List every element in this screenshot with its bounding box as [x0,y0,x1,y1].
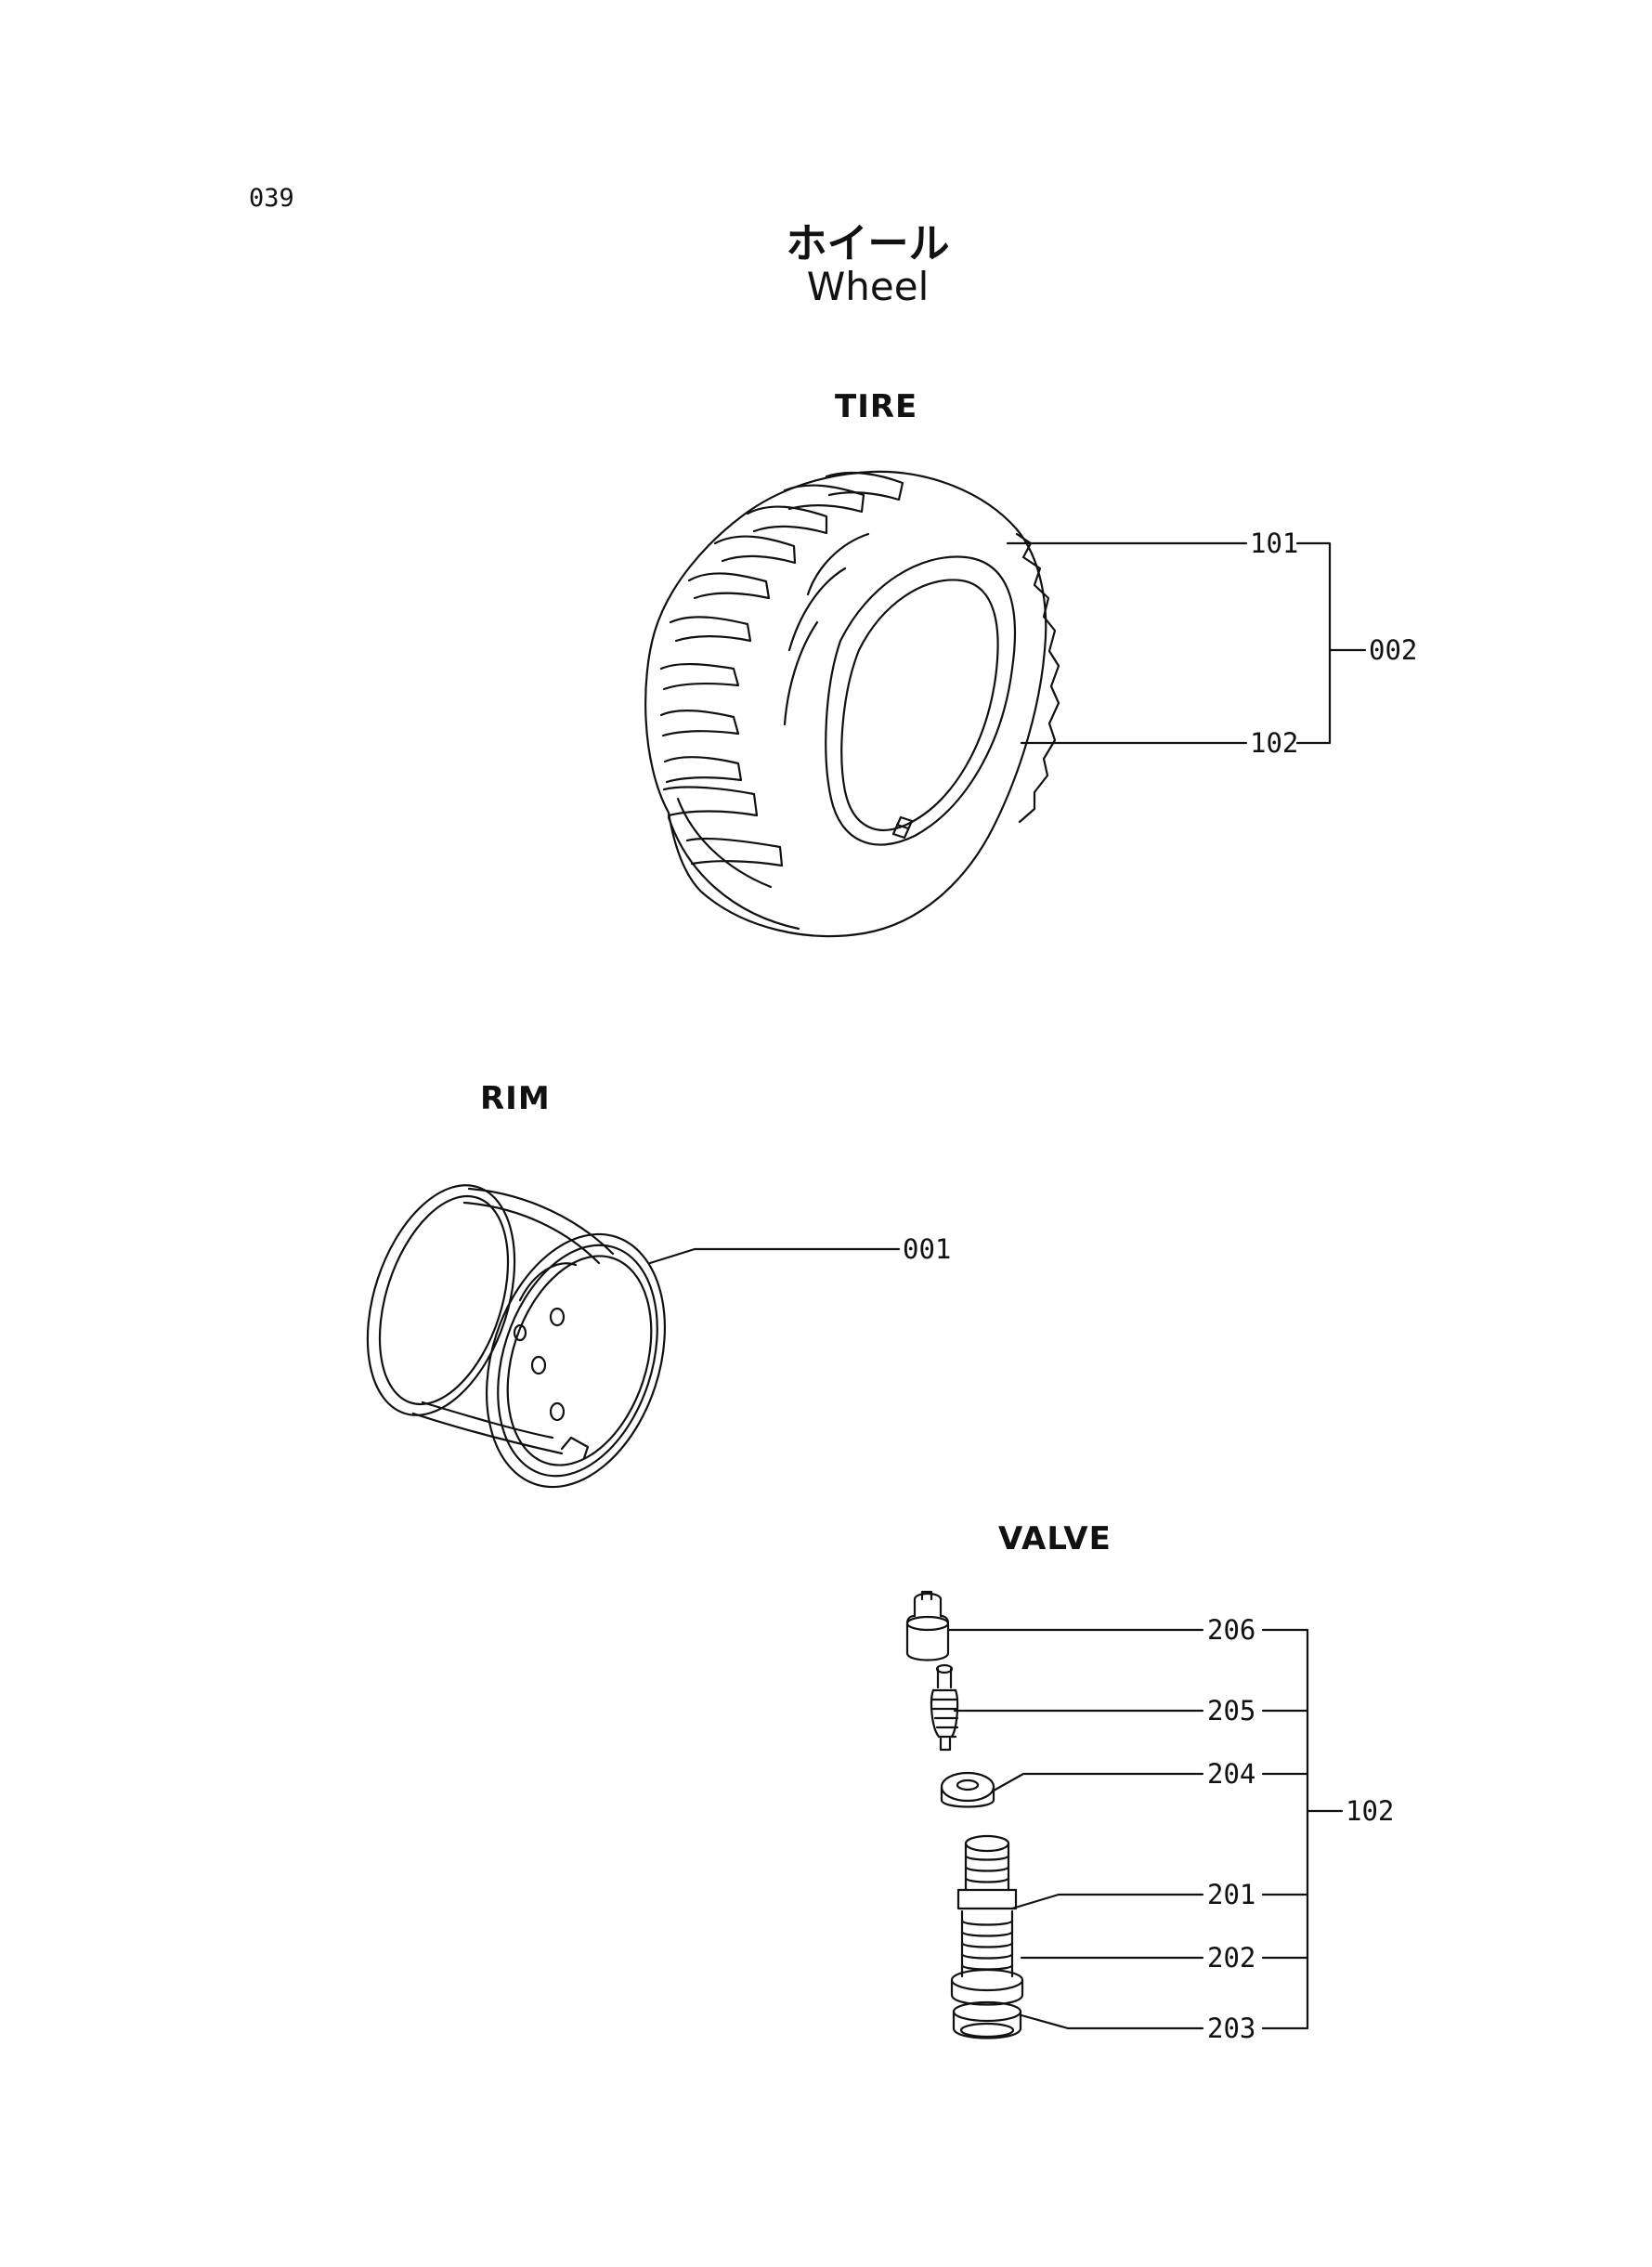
callout-203: 203 [1207,2013,1256,2044]
callout-102-valve: 102 [1346,1795,1395,1827]
page-number: 039 [249,184,294,213]
leader-line-204 [992,1772,1204,1792]
tire-leaders [1006,541,1367,745]
bracket-102 [1261,1628,1309,2030]
callout-205: 205 [1207,1695,1256,1726]
bracket-002 [1295,541,1332,745]
page-title-english: Wheel [806,264,930,309]
tire-illustration [644,470,1060,938]
leader-line-201 [1010,1893,1204,1910]
section-title-tire: TIRE [835,388,918,425]
part-206-cap [913,1592,943,1618]
callout-202: 202 [1207,1942,1256,1974]
callout-102: 102 [1250,727,1299,759]
callout-201: 201 [1207,1879,1256,1910]
valve-leaders [947,1628,1344,2030]
page-title-japanese: ホイール [786,220,950,267]
valve-illustration [905,1590,1024,2039]
callout-204: 204 [1207,1758,1256,1790]
callout-001: 001 [903,1233,952,1265]
section-title-rim: RIM [480,1080,551,1117]
callout-002: 002 [1369,634,1418,666]
leader-line-203 [1020,2013,1204,2030]
callout-101: 101 [1250,528,1299,559]
rim-illustration [366,1184,667,1489]
leader-line-001 [648,1247,901,1265]
section-title-valve: VALVE [998,1520,1112,1557]
callout-206: 206 [1207,1614,1256,1646]
